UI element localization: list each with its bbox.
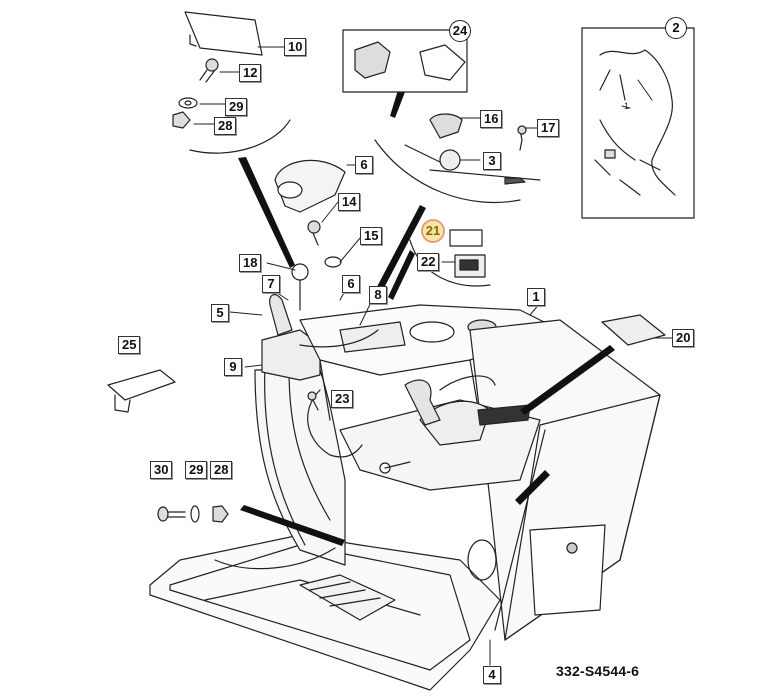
callout-23[interactable]: 23 xyxy=(331,390,354,408)
callout-28-bottom[interactable]: 28 xyxy=(210,461,233,479)
callout-15[interactable]: 15 xyxy=(360,227,383,245)
top-dash xyxy=(299,304,561,421)
callout-9[interactable]: 9 xyxy=(224,358,242,376)
callout-29-top[interactable]: 29 xyxy=(225,98,248,116)
callout-10[interactable]: 10 xyxy=(284,38,307,56)
callout-3[interactable]: 3 xyxy=(483,152,501,170)
callout-6-mid[interactable]: 6 xyxy=(342,275,360,293)
callout-29-bottom[interactable]: 29 xyxy=(185,461,208,479)
callout-30[interactable]: 30 xyxy=(150,461,173,479)
part-16-knob xyxy=(429,113,463,139)
callout-18[interactable]: 18 xyxy=(239,254,262,272)
part-29-washer-lower xyxy=(190,505,200,523)
callout-1[interactable]: 1 xyxy=(527,288,545,306)
part-20-cover xyxy=(601,314,666,346)
part-24-box xyxy=(342,29,468,93)
callout-20[interactable]: 20 xyxy=(672,329,695,347)
callout-24[interactable]: 24 xyxy=(449,20,471,42)
harness-wire-label: 1 xyxy=(624,101,630,111)
leader-wedges xyxy=(238,90,615,546)
callout-4[interactable]: 4 xyxy=(483,666,501,684)
figure-reference-code: 332-S4544-6 xyxy=(556,663,640,679)
part-2-harness-box xyxy=(581,27,695,219)
callout-21-highlighted[interactable]: 21 xyxy=(421,219,445,243)
callout-2[interactable]: 2 xyxy=(665,17,687,39)
part-21-switch xyxy=(449,229,483,247)
callout-14[interactable]: 14 xyxy=(338,193,361,211)
part-28-nut xyxy=(172,111,191,129)
part-30-bolt xyxy=(157,506,186,522)
part-15-washer xyxy=(324,256,342,268)
callout-12[interactable]: 12 xyxy=(239,64,262,82)
part-6-knob xyxy=(274,159,346,213)
callout-17[interactable]: 17 xyxy=(537,119,560,137)
floor-plate xyxy=(149,534,501,691)
callout-5[interactable]: 5 xyxy=(211,304,229,322)
callout-16[interactable]: 16 xyxy=(480,110,503,128)
callout-22[interactable]: 22 xyxy=(417,253,440,271)
part-3-switch xyxy=(404,144,541,185)
callout-25[interactable]: 25 xyxy=(118,336,141,354)
part-14-screw xyxy=(307,220,321,246)
part-12-screw xyxy=(199,58,219,83)
callout-8[interactable]: 8 xyxy=(369,286,387,304)
detail-arcs xyxy=(189,119,521,570)
part-25-trim xyxy=(107,369,176,413)
callout-28-top[interactable]: 28 xyxy=(214,117,237,135)
seat-box xyxy=(339,319,661,641)
part-28-nut-lower xyxy=(212,505,229,523)
callout-7[interactable]: 7 xyxy=(262,275,280,293)
part-10-cover xyxy=(184,11,263,56)
callout-6-top[interactable]: 6 xyxy=(355,156,373,174)
part-29-washer xyxy=(178,97,198,109)
